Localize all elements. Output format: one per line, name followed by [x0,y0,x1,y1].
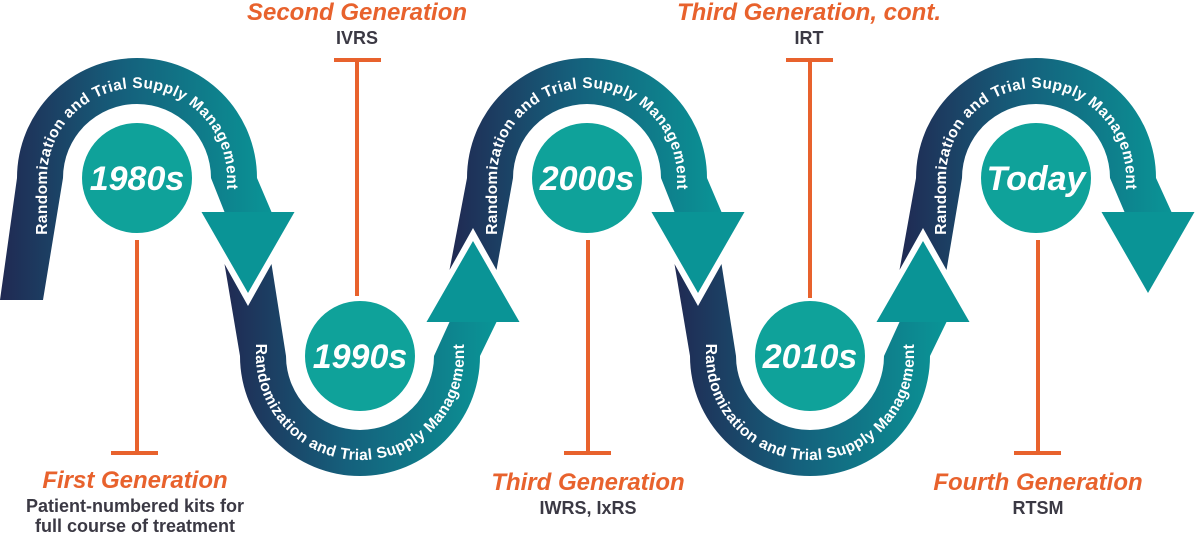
generation-label-first: First Generation Patient-numbered kits f… [0,468,275,537]
era-circle-1990s [305,301,415,411]
arc-band-2000s [449,58,722,270]
arrow-2000s-to-2010s-down-icon [651,212,745,293]
arc-band-1990s [224,264,497,476]
marker-fourth-generation [1014,240,1061,455]
generation-detail: full course of treatment [34,516,236,537]
marker-third-generation-cont [786,58,833,298]
arc-band-today [899,58,1172,270]
era-text-1990s: 1990s [313,338,408,376]
generation-name: Third Generation [491,469,685,496]
era-circle-today [981,123,1091,233]
era-circle-1980s [82,123,192,233]
arc-band-2010s [674,264,947,476]
era-text-2010s: 2010s [762,338,858,376]
marker-first-generation [111,240,158,455]
era-circle-2010s [755,301,865,411]
generation-label-second: Second Generation IVRS [217,0,497,48]
era-text-1980s: 1980s [90,160,185,198]
marker-third-generation [564,240,611,455]
generation-name: Third Generation, cont. [676,0,941,26]
arrow-today-onward-down-icon [1101,212,1195,293]
era-circle-2000s [532,123,642,233]
arrow-2010s-to-today-up-icon [876,241,970,322]
marker-second-generation [334,58,381,296]
arrow-1990s-to-2000s-up-icon [426,241,520,322]
generation-label-third-cont: Third Generation, cont. IRT [669,0,949,48]
era-text-today: Today [987,160,1088,198]
generation-label-third: Third Generation IWRS, IxRS [448,470,728,518]
generation-name: First Generation [42,467,228,494]
arrow-1980s-to-1990s-down-icon [201,212,295,293]
generation-detail: IVRS [335,28,378,49]
generation-detail: IRT [794,28,824,49]
generation-name: Fourth Generation [933,469,1143,496]
arc-band-1980s [0,58,272,300]
generation-name: Second Generation [246,0,468,26]
generation-detail: IWRS, IxRS [539,498,637,519]
generation-label-fourth: Fourth Generation RTSM [898,470,1178,518]
era-text-2000s: 2000s [539,160,635,198]
generation-detail: RTSM [1012,498,1064,519]
generation-detail: Patient-numbered kits for [25,496,245,517]
